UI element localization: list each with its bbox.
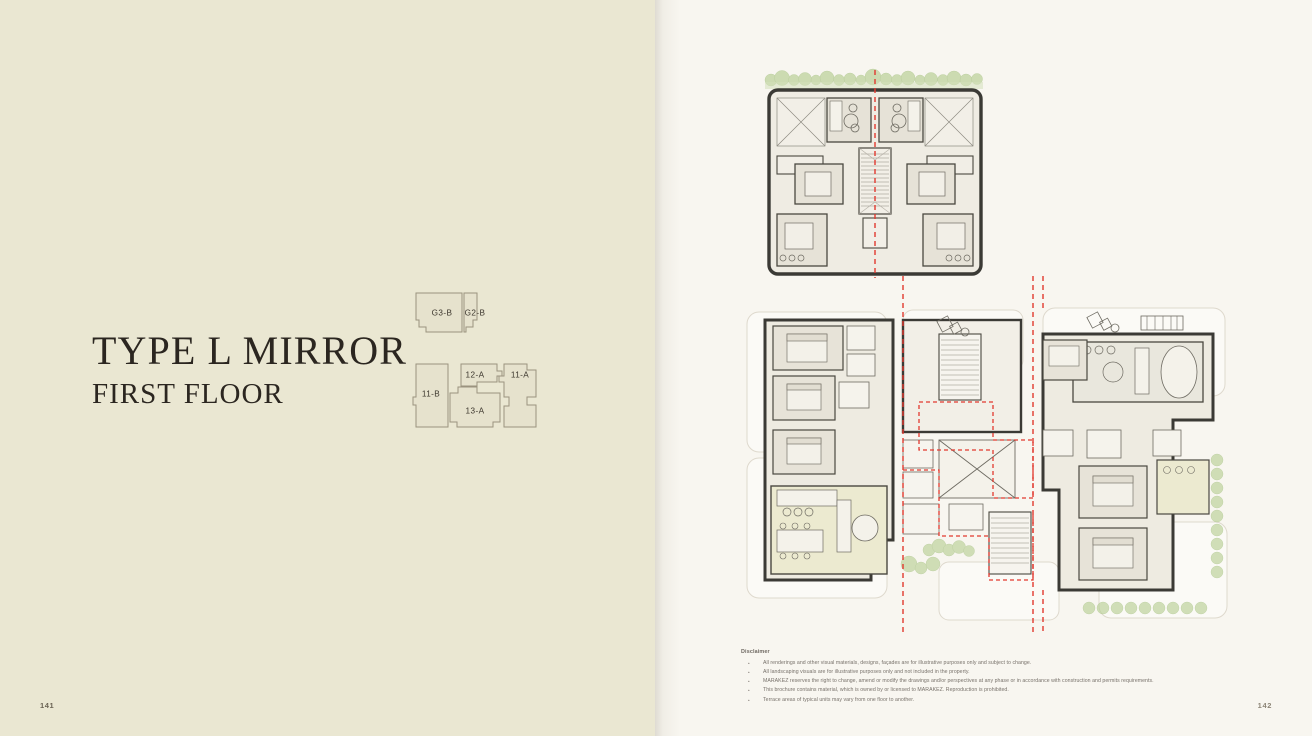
keyplan-shape-g2b xyxy=(463,292,478,333)
greenery-patches xyxy=(900,453,1224,615)
disclaimer-item-text: This brochure contains material, which i… xyxy=(763,687,1009,694)
disclaimer-item: • All landscaping visuals are for illust… xyxy=(741,668,1251,676)
title-block: TYPE L MIRROR FIRST FLOOR xyxy=(92,328,408,411)
right-page: Disclaimer • All renderings and other vi… xyxy=(655,0,1312,736)
terrace-furniture xyxy=(936,311,1184,337)
disclaimer-block: Disclaimer • All renderings and other vi… xyxy=(741,649,1251,707)
upper-floor-plan-drawing xyxy=(755,68,995,280)
rooms-left-half xyxy=(776,97,872,267)
page-title: TYPE L MIRROR xyxy=(92,328,408,373)
disclaimer-item: • This brochure contains material, which… xyxy=(741,688,1251,694)
bullet-icon: • xyxy=(748,688,750,694)
keyplan-svg xyxy=(412,292,537,428)
greenery-bottom-border xyxy=(1082,601,1208,615)
disclaimer-item-text: All landscaping visuals are for illustra… xyxy=(763,668,970,675)
rooms-right-half xyxy=(878,97,974,267)
disclaimer-item: • MARAKEZ reserves the right to change, … xyxy=(741,678,1251,685)
core-staircase-lower xyxy=(988,511,1032,575)
keyplan-label-g2b: G2-B xyxy=(464,308,486,318)
disclaimer-title: Disclaimer xyxy=(741,649,770,655)
keyplan-diagram: G3-B G2-B 11-B 12-A 11-A 13-A xyxy=(405,275,565,440)
disclaimer-item-text: MARAKEZ reserves the right to change, am… xyxy=(763,678,1154,685)
keyplan-shape-13a xyxy=(449,386,501,428)
disclaimer-item-text: Terrace areas of typical units may vary … xyxy=(763,696,915,703)
keyplan-shape-12a xyxy=(460,363,503,387)
unit-boundary-highlight-a xyxy=(918,401,1034,499)
page-number-left: 141 xyxy=(40,701,55,710)
left-page: TYPE L MIRROR FIRST FLOOR xyxy=(0,0,655,736)
keyplan-label-12a: 12-A xyxy=(465,370,485,380)
core-staircase-upper xyxy=(938,333,982,401)
page-number-right: 142 xyxy=(1257,701,1272,710)
disclaimer-item: • Terrace areas of typical units may var… xyxy=(741,696,1251,704)
keyplan-label-11b: 11-B xyxy=(421,389,441,399)
keyplan-shape-11b xyxy=(412,363,449,428)
keyplan-label-11a: 11-A xyxy=(510,370,530,380)
central-core xyxy=(901,318,1034,581)
page-subtitle: FIRST FLOOR xyxy=(92,378,284,410)
disclaimer-item: • All renderings and other visual materi… xyxy=(741,659,1251,667)
first-floor-plan-drawing xyxy=(743,276,1243,635)
bullet-icon: • xyxy=(748,660,750,666)
keyplan-label-g3b: G3-B xyxy=(431,308,453,318)
unit-boundary-highlight-b xyxy=(903,469,1034,581)
section-lines xyxy=(902,276,1044,635)
core-shaft xyxy=(938,439,1016,499)
disclaimer-item-text: All renderings and other visual material… xyxy=(763,659,1032,666)
unit-block-right xyxy=(1041,332,1215,592)
hedge-row-top xyxy=(764,68,983,89)
greenery-right-border xyxy=(1210,453,1224,579)
keyplan-shape-11a xyxy=(498,363,537,428)
keyplan-shape-g3b xyxy=(415,292,463,333)
bullet-icon: • xyxy=(748,679,750,685)
keyplan-label-13a: 13-A xyxy=(465,406,485,416)
bullet-icon: • xyxy=(748,669,750,675)
unit-block-left xyxy=(763,318,895,582)
bullet-icon: • xyxy=(748,697,750,703)
